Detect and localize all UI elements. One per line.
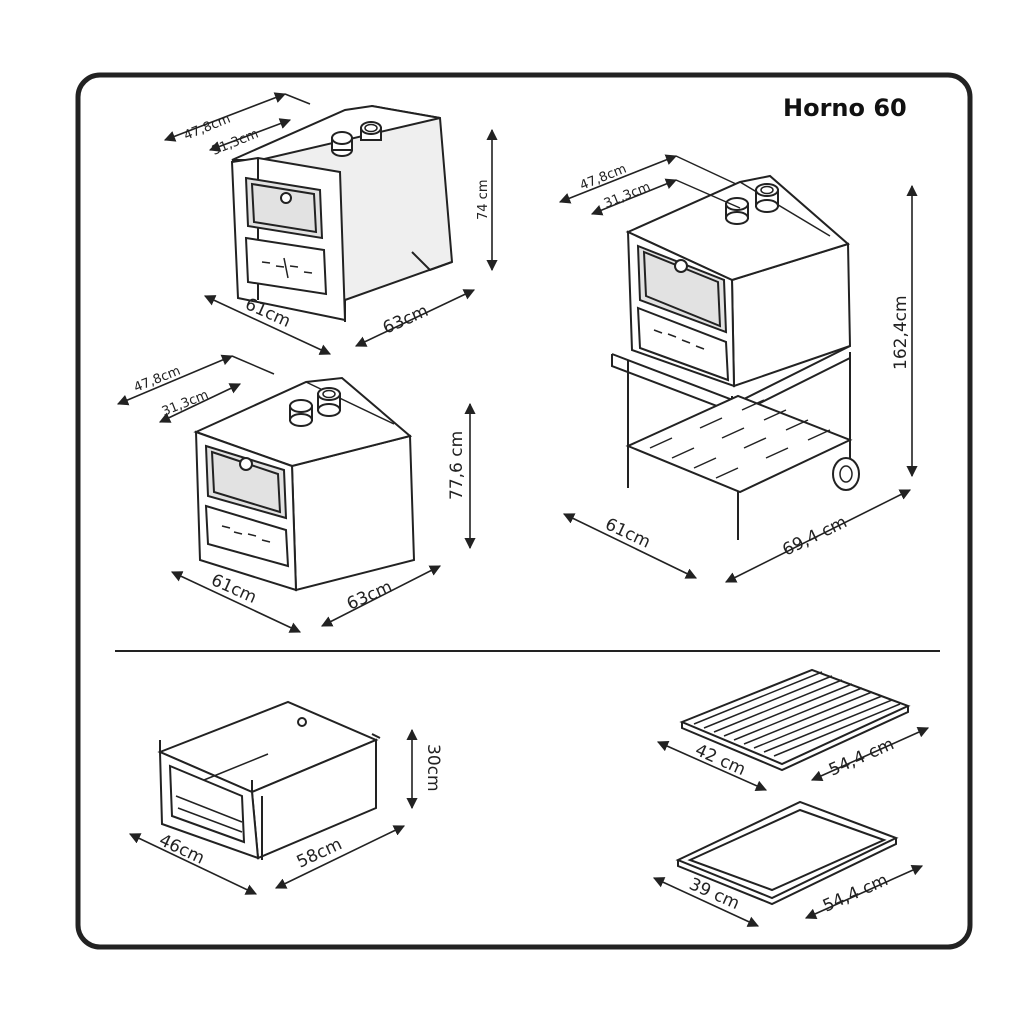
oven-bottom-left-depth-inner: 31,3cm	[160, 388, 211, 420]
diagram-frame	[75, 72, 973, 950]
oven-stand-depth-inner: 31,3cm	[602, 180, 653, 212]
diagram-title: Horno 60	[783, 94, 907, 122]
oven-bottom-left-depth-outer: 47,8cm	[132, 364, 183, 396]
oven-stand-height: 162,4cm	[891, 295, 911, 370]
oven-top-left: 47,8cm 31,3cm 74 cm 61cm 63cm	[163, 92, 498, 355]
oven-chamber: 30cm 46cm 58cm	[128, 700, 443, 895]
oven-bottom-left: 47,8cm 31,3cm 77,6 cm 61cm 63cm	[116, 354, 476, 633]
oven-bottom-left-height: 77,6 cm	[447, 431, 467, 500]
oven-stand-depth-outer: 47,8cm	[578, 162, 629, 194]
oven-bottom-left-length: 63cm	[344, 577, 396, 615]
oven-top-left-height: 74 cm	[476, 180, 491, 221]
baking-tray: 39 cm 54,4 cm	[652, 800, 924, 927]
oven-stand-width: 61cm	[602, 514, 654, 552]
oven-with-stand: 47,8cm 31,3cm 162,4cm 61cm 69,4 cm	[558, 154, 918, 583]
grill-rack: 42 cm 54,4 cm	[656, 668, 930, 792]
grill-length: 54,4 cm	[826, 734, 897, 780]
oven-stand-length: 69,4 cm	[779, 512, 850, 560]
tray-length: 54,4 cm	[820, 870, 891, 916]
chamber-height: 30cm	[423, 744, 443, 792]
oven-top-left-length: 63cm	[380, 301, 432, 339]
